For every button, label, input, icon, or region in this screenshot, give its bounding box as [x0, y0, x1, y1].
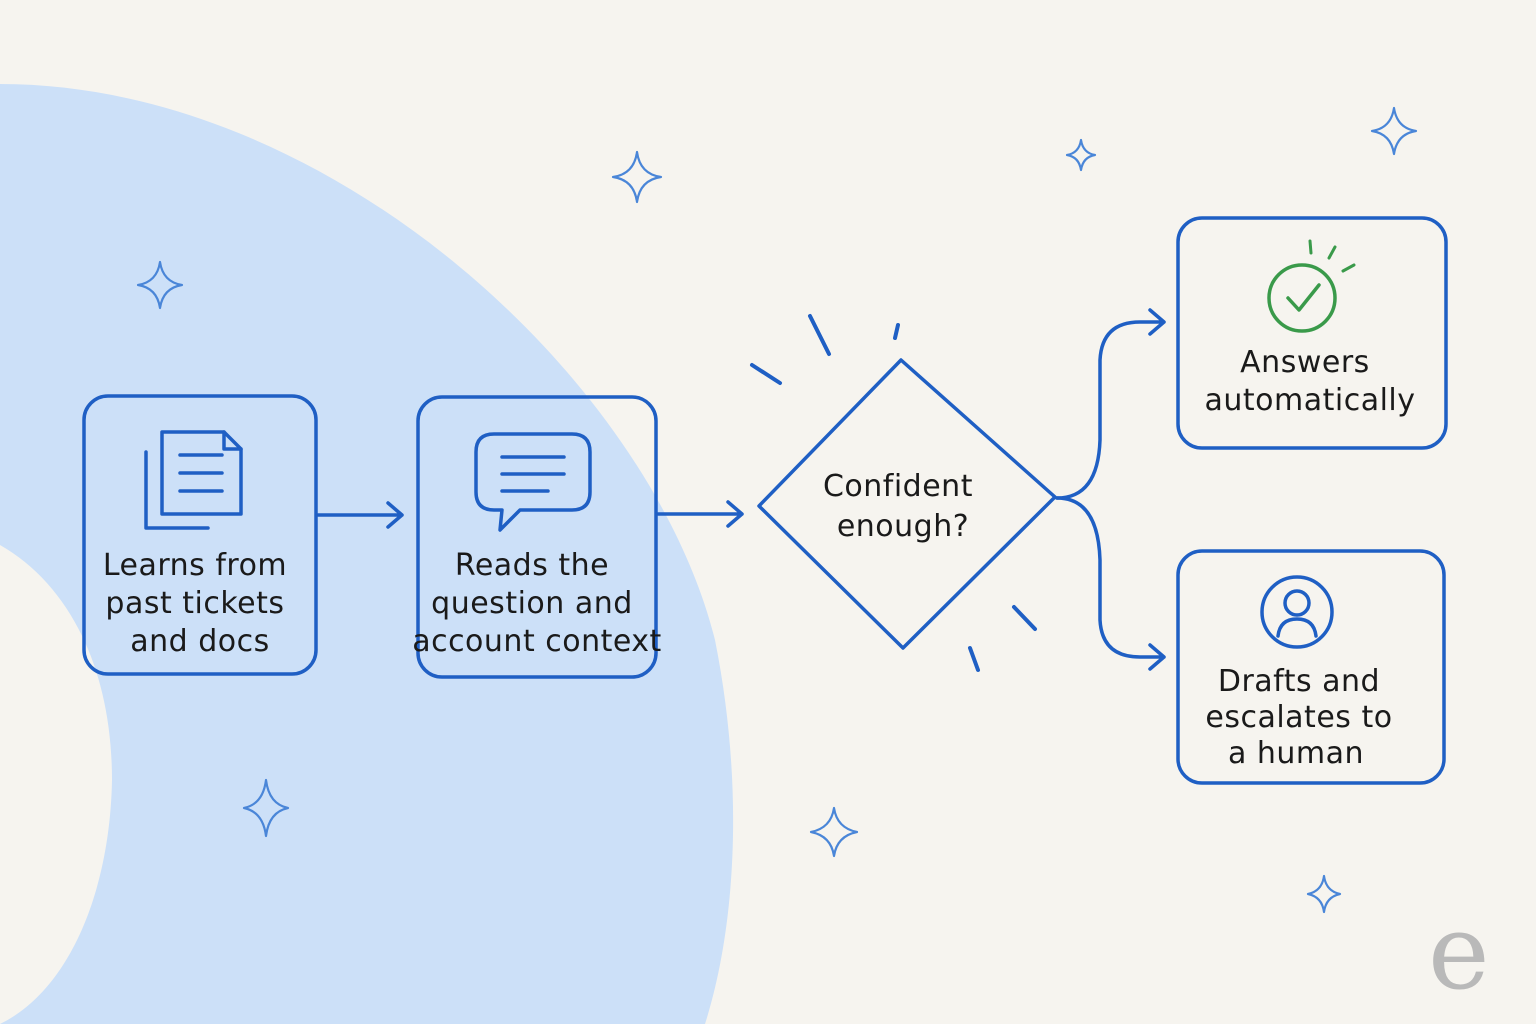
decision-label: Confident enough? [823, 469, 983, 544]
outcome-escalate-label: Drafts and escalates to a human [1205, 664, 1402, 771]
outcome-answers: Answers automatically [1176, 216, 1448, 450]
arrow-step1-to-step2 [316, 501, 404, 529]
step-learns-label: Learns from past tickets and docs [103, 548, 297, 659]
decision: Confident enough? [750, 314, 1057, 672]
step-learns-line: past tickets [105, 586, 284, 621]
documents-icon [144, 430, 243, 530]
decision-line: enough? [837, 509, 969, 544]
sparkle-icon [1065, 138, 1097, 172]
outcome-answers-box [1176, 216, 1448, 450]
sparkle-icon [242, 778, 290, 838]
person-icon [1260, 575, 1334, 649]
step-learns: Learns from past tickets and docs [82, 394, 318, 676]
outcome-escalate-line: Drafts and [1218, 664, 1380, 699]
step-learns-box [82, 394, 318, 676]
chat-bubble-icon [474, 432, 592, 532]
outcome-answers-label: Answers automatically [1204, 345, 1415, 418]
arrow-step2-to-decision [656, 500, 744, 528]
sparkle-icon [136, 260, 184, 310]
outcome-escalate-box [1176, 549, 1446, 785]
background-blob [0, 84, 734, 1024]
sparkles [136, 106, 1418, 914]
step-learns-line: and docs [130, 624, 270, 659]
connectors [316, 308, 1166, 671]
step-reads-line: question and [431, 586, 633, 621]
arrow-decision-to-answers [1055, 308, 1166, 500]
step-reads-line: account context [412, 624, 662, 659]
burst-lines [750, 314, 1037, 672]
step-learns-line: Learns from [103, 548, 287, 583]
step-reads-label: Reads the question and account context [412, 548, 662, 659]
outcome-answers-line: Answers [1240, 345, 1370, 380]
decision-line: Confident [823, 469, 973, 504]
sparkle-icon [1306, 874, 1342, 914]
arrow-decision-to-escalate [1055, 496, 1166, 671]
decision-diamond [757, 358, 1057, 650]
outcome-answers-line: automatically [1204, 383, 1415, 418]
outcome-escalate-line: a human [1228, 736, 1364, 771]
outcome-escalate: Drafts and escalates to a human [1176, 549, 1446, 785]
step-reads-line: Reads the [455, 548, 609, 583]
sparkle-icon [809, 806, 859, 858]
sparkle-icon [1370, 106, 1418, 156]
checkmark-icon [1267, 239, 1356, 333]
watermark-logo: e [1428, 891, 1490, 1013]
outcome-escalate-line: escalates to [1205, 700, 1392, 735]
sparkle-icon [611, 150, 663, 204]
step-reads-box [416, 395, 658, 679]
step-reads: Reads the question and account context [412, 395, 662, 679]
